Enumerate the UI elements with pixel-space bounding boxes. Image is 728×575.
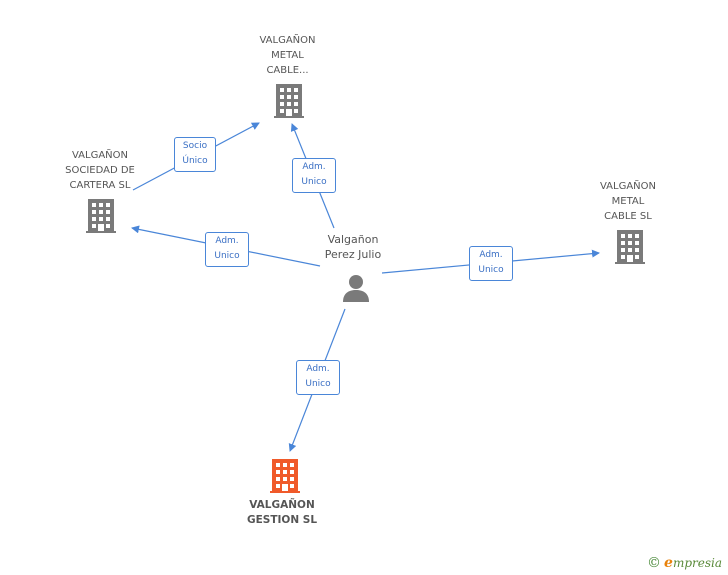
- person-label[interactable]: Valgañon Perez Julio: [324, 233, 382, 261]
- edge-label-line: Adm.: [479, 250, 503, 260]
- company-label-sociedad-cartera[interactable]: VALGAÑON SOCIEDAD DE CARTERA SL: [65, 150, 135, 191]
- building-icon[interactable]: [86, 199, 116, 233]
- edge-label-line: Unico: [301, 177, 327, 187]
- company-label-gestion[interactable]: VALGAÑON GESTION SL: [246, 499, 318, 526]
- edge-label-line: Adm.: [215, 236, 239, 246]
- edge-label-socio-unico: Socio Único: [174, 137, 216, 172]
- edge-label-line: Único: [182, 156, 208, 166]
- edge-label-adm-top: Adm. Unico: [292, 158, 336, 193]
- edge-label-line: Adm.: [306, 364, 330, 374]
- brand-text: mpresia: [672, 556, 722, 570]
- building-icon[interactable]: [615, 230, 645, 264]
- copyright-icon: ©: [647, 555, 662, 571]
- edge-label-line: Adm.: [302, 162, 326, 172]
- edge-label-line: Unico: [305, 379, 331, 389]
- edge-label-adm-bottom: Adm. Unico: [296, 360, 340, 395]
- building-icon[interactable]: [274, 84, 304, 118]
- empresia-logo: ©empresia: [647, 555, 722, 571]
- edge-label-adm-left: Adm. Unico: [205, 232, 249, 267]
- building-icon[interactable]: [270, 459, 300, 493]
- edge-label-line: Unico: [214, 251, 240, 261]
- brand-initial: e: [664, 555, 673, 571]
- edge-label-line: Unico: [478, 265, 504, 275]
- company-label-metal-cable-top[interactable]: VALGAÑON METAL CABLE...: [259, 35, 316, 76]
- company-label-metal-cable-sl[interactable]: VALGAÑON METAL CABLE SL: [599, 181, 657, 222]
- edge-label-line: Socio: [182, 141, 208, 151]
- person-icon[interactable]: [341, 274, 371, 302]
- edge-label-adm-right: Adm. Unico: [469, 246, 513, 281]
